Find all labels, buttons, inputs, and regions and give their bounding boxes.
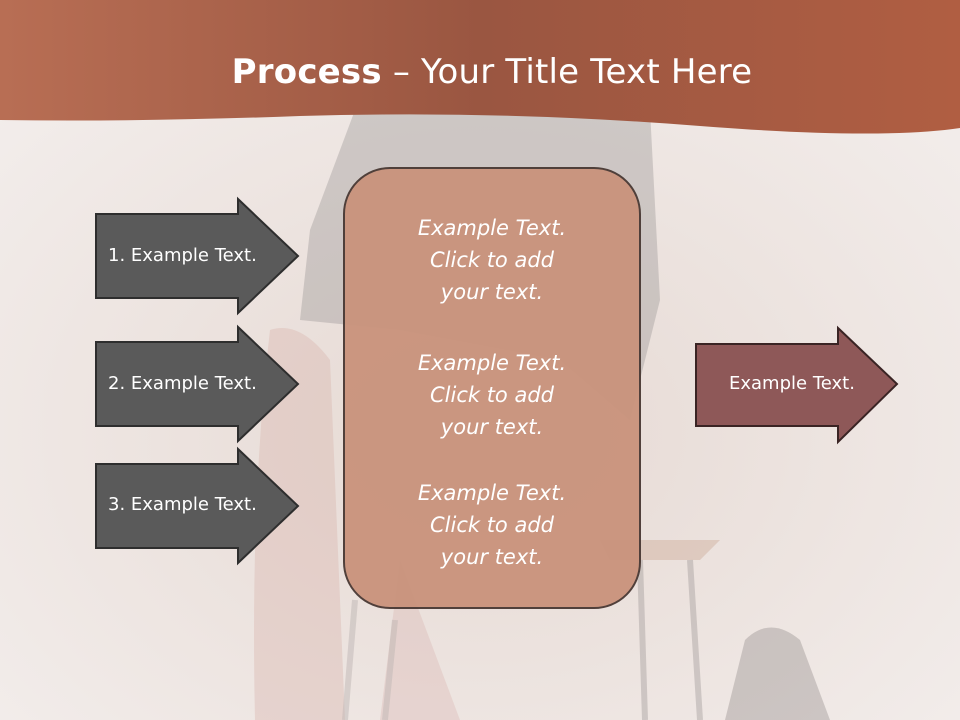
header-band — [0, 0, 960, 134]
center-text-line: your text. — [440, 280, 544, 304]
left-arrow-2-label: 2. Example Text. — [108, 373, 257, 394]
center-box[interactable] — [343, 167, 641, 609]
center-text-line: Example Text. — [417, 216, 567, 240]
center-text-line: Click to add — [429, 383, 554, 407]
right-arrow-label: Example Text. — [729, 373, 855, 394]
center-text-line: your text. — [440, 415, 544, 439]
left-arrow-3-label: 3. Example Text. — [108, 494, 257, 515]
center-text-line: your text. — [440, 545, 544, 569]
center-text-block-2: Example Text. Click to add your text. — [342, 347, 642, 443]
page-title: Process – Your Title Text Here — [0, 52, 960, 92]
left-arrow-1-label: 1. Example Text. — [108, 245, 257, 266]
title-rest: Your Title Text Here — [421, 52, 753, 92]
right-arrow[interactable] — [695, 325, 899, 445]
center-text-line: Example Text. — [417, 481, 567, 505]
center-text-line: Click to add — [429, 248, 554, 272]
left-arrow-2[interactable] — [95, 324, 300, 444]
left-arrow-1[interactable] — [95, 196, 300, 316]
center-text-line: Example Text. — [417, 351, 567, 375]
center-text-line: Click to add — [429, 513, 554, 537]
title-dash: – — [381, 52, 422, 92]
left-arrow-3[interactable] — [95, 446, 300, 566]
center-text-block-1: Example Text. Click to add your text. — [342, 212, 642, 308]
title-bold: Process — [231, 52, 382, 92]
center-text-block-3: Example Text. Click to add your text. — [342, 477, 642, 573]
